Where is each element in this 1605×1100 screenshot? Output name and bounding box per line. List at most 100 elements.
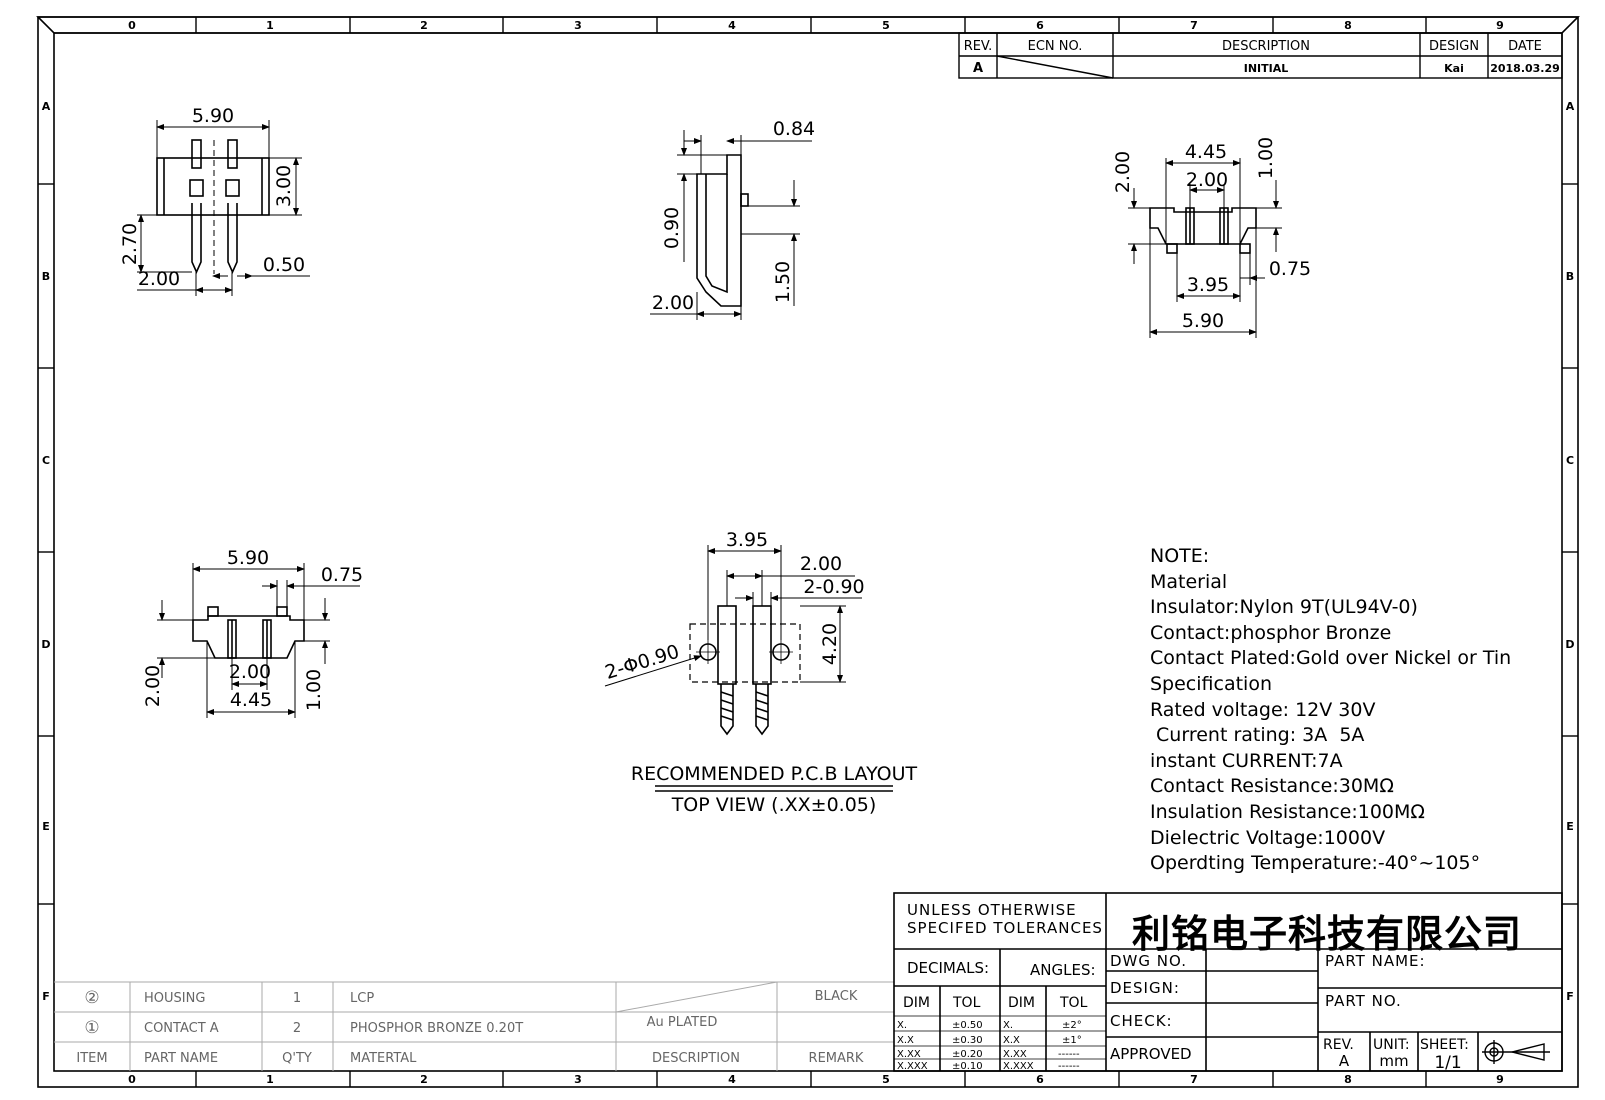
zone-row-c: C: [42, 454, 50, 467]
design-value: Kai: [1444, 62, 1464, 75]
decimals-dim-header: DIM: [903, 995, 930, 1011]
bom-row1-remark: BLACK: [815, 989, 858, 1004]
dim-pcb-pitch: 2.00: [800, 553, 842, 575]
dim-bl-width: 5.90: [227, 547, 269, 569]
zone-bottom-col-6: 6: [1036, 1073, 1044, 1086]
bom-row2-part: CONTACT A: [144, 1021, 219, 1036]
zone-row-a: A: [42, 100, 51, 113]
design-header: DESIGN: [1429, 39, 1479, 54]
unit-value: mm: [1379, 1052, 1408, 1070]
angles-row1-dim: X.: [1003, 1020, 1013, 1031]
angles-row2-dim: X.X: [1003, 1035, 1020, 1046]
angles-row1-tol: ±2°: [1062, 1020, 1082, 1031]
part-no-label: PART NO.: [1325, 992, 1402, 1010]
sheet-value: 1/1: [1434, 1053, 1461, 1073]
side-view: 0.84 0.90 2.00 1.50: [650, 118, 815, 320]
bom-header-part: PART NAME: [144, 1051, 218, 1066]
zone-col-3: 3: [574, 19, 582, 32]
zone-labels: 0 1 2 3 4 5 6 7 8 9 0 1 2 3 4 5 6 7 8 9 …: [41, 19, 1574, 1086]
dim-tr-pin-span: 3.95: [1187, 274, 1229, 296]
description-header: DESCRIPTION: [1222, 39, 1310, 54]
title-block: UNLESS OTHERWISE SPECIFED TOLERANCES DEC…: [893, 892, 1563, 1073]
notes-plating: Contact Plated:Gold over Nickel or Tin: [1150, 647, 1512, 670]
zone-bottom-col-9: 9: [1496, 1073, 1504, 1086]
dim-pcb-span: 3.95: [726, 529, 768, 551]
notes-instant-current: instant CURRENT:7A: [1150, 749, 1343, 772]
dim-pcb-hole: 2-Φ0.90: [603, 641, 682, 684]
part-name-label: PART NAME:: [1325, 952, 1426, 970]
zone-bottom-col-3: 3: [574, 1073, 582, 1086]
ecn-header: ECN NO.: [1028, 39, 1083, 54]
zone-col-6: 6: [1036, 19, 1044, 32]
notes-heading: NOTE:: [1150, 545, 1210, 567]
angles-dim-header: DIM: [1008, 995, 1035, 1011]
zone-right-row-c: C: [1566, 454, 1574, 467]
zone-col-4: 4: [728, 19, 736, 32]
bom-row2-material: PHOSPHOR BRONZE 0.20T: [350, 1021, 523, 1036]
decimals-row2-tol: ±0.30: [952, 1035, 983, 1046]
dim-side-body: 2.00: [652, 292, 694, 314]
dim-bl-pin: 0.75: [321, 564, 363, 586]
dim-front-width: 5.90: [192, 105, 234, 127]
notes-operating-temperature: Operdting Temperature:-40°~105°: [1150, 852, 1481, 875]
zone-right-row-e: E: [1566, 820, 1574, 833]
notes-contact: Contact:phosphor Bronze: [1150, 621, 1392, 644]
dim-front-height: 3.00: [273, 165, 295, 207]
zone-right-row-b: B: [1566, 270, 1574, 283]
zone-col-5: 5: [882, 19, 890, 32]
bom-row2-qty: 2: [293, 1021, 301, 1036]
bom-row2-description: Au PLATED: [647, 1015, 718, 1030]
decimals-row1-tol: ±0.50: [952, 1020, 983, 1031]
dim-side-boss: 1.50: [772, 261, 794, 303]
revision-block: REV. ECN NO. DESCRIPTION DESIGN DATE A I…: [958, 32, 1563, 79]
dim-bl-step: 1.00: [303, 669, 325, 711]
check-label: CHECK:: [1110, 1012, 1173, 1030]
bom-header-material: MATERTAL: [350, 1051, 417, 1066]
angles-row3-dim: X.XX: [1003, 1049, 1027, 1060]
decimals-label: DECIMALS:: [907, 959, 989, 977]
dim-side-offset: 0.90: [661, 207, 683, 249]
unit-label: UNIT:: [1373, 1037, 1410, 1053]
bom-header-item: ITEM: [76, 1051, 107, 1066]
zone-col-9: 9: [1496, 19, 1504, 32]
bottom-left-view: 5.90 0.75 2.00 2.00 4.45 1.00: [142, 547, 363, 718]
dwg-no-label: DWG NO.: [1110, 952, 1187, 970]
top-right-view: 4.45 2.00 2.00 1.00 0.75 3.95 5.90: [1112, 137, 1311, 338]
zone-row-f: F: [42, 990, 50, 1003]
zone-col-1: 1: [266, 19, 274, 32]
dim-side-pin-thick: 0.84: [773, 118, 815, 140]
zone-bottom-col-0: 0: [128, 1073, 136, 1086]
front-view: 5.90 3.00 2.70 2.00 0.50: [119, 105, 310, 296]
description-value: INITIAL: [1244, 62, 1289, 75]
angles-label: ANGLES:: [1030, 961, 1096, 979]
zone-bottom-col-1: 1: [266, 1073, 274, 1086]
dim-bl-pitch: 2.00: [229, 661, 271, 683]
dim-tr-step: 1.00: [1255, 137, 1277, 179]
zone-col-7: 7: [1190, 19, 1198, 32]
angles-row3-tol: ------: [1058, 1049, 1080, 1060]
dim-tr-pin: 0.75: [1269, 258, 1311, 280]
decimals-row3-dim: X.XX: [897, 1049, 921, 1060]
zone-ticks: [38, 17, 1578, 1087]
notes-current-rating: Current rating: 3A 5A: [1150, 724, 1365, 747]
decimals-tol-header: TOL: [952, 995, 981, 1011]
zone-bottom-col-5: 5: [882, 1073, 890, 1086]
specification-notes: NOTE: Material Insulator:Nylon 9T(UL94V-…: [1150, 544, 1511, 877]
zone-bottom-col-8: 8: [1344, 1073, 1352, 1086]
rev-value: A: [973, 61, 983, 76]
tolerance-note-line2: SPECIFED TOLERANCES: [907, 919, 1103, 937]
decimals-row2-dim: X.X: [897, 1035, 914, 1046]
zone-right-row-f: F: [1566, 990, 1574, 1003]
bom-header-remark: REMARK: [809, 1051, 864, 1066]
notes-contact-resistance: Contact Resistance:30MΩ: [1150, 775, 1394, 798]
dim-bl-width-inner: 4.45: [230, 689, 272, 711]
zone-bottom-col-4: 4: [728, 1073, 736, 1086]
projection-symbol-icon: [1482, 1040, 1550, 1064]
dim-tr-height: 2.00: [1112, 151, 1134, 193]
dim-front-pin-length: 2.70: [119, 223, 141, 265]
decimals-row3-tol: ±0.20: [952, 1049, 983, 1060]
zone-row-d: D: [41, 638, 50, 651]
bom-row1-part: HOUSING: [144, 991, 205, 1006]
notes-rated-voltage: Rated voltage: 12V 30V: [1150, 698, 1376, 721]
rev-header: REV.: [964, 39, 993, 54]
